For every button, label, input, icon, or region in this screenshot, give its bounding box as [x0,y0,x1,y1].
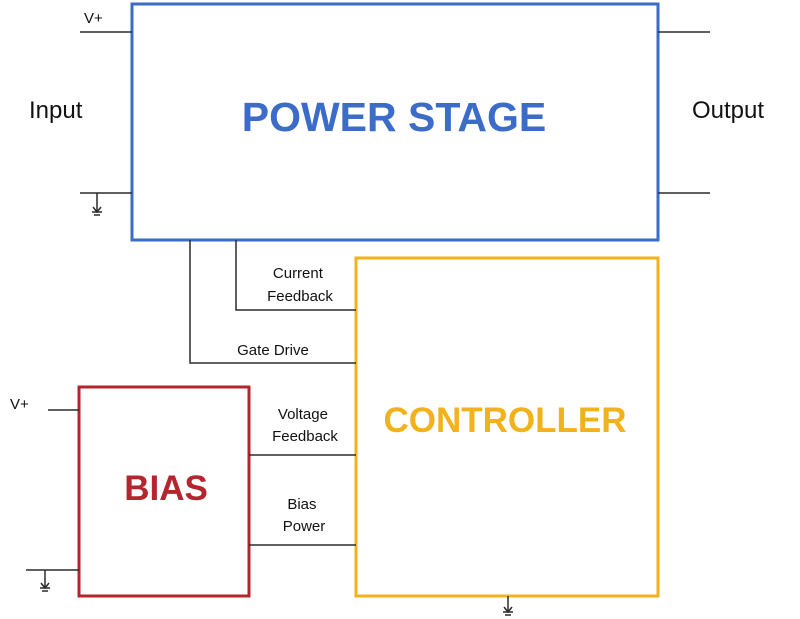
input-ground-icon [92,193,102,216]
current-feedback-label: Current Feedback [267,265,333,305]
input-label: Input [29,97,83,124]
power-stage-block [130,2,660,242]
bias-title: BIAS [124,469,208,508]
bias-block [77,385,251,598]
bias-power-label-line1: Bias [287,496,316,513]
output-label: Output [692,97,764,124]
voltage-feedback-label: Voltage Feedback [272,406,338,445]
input-vplus-label: V+ [84,10,103,27]
gate-drive-label: Gate Drive [237,342,309,359]
voltage-feedback-label-line2: Feedback [272,428,338,445]
current-feedback-label-line2: Feedback [267,288,333,305]
current-feedback-wire [235,240,356,311]
bias-power-label-line2: Power [283,518,326,535]
bias-ground-icon [40,570,50,592]
bias-power-label: Bias Power [283,496,326,535]
bias-vplus-label: V+ [10,396,29,413]
power-stage-title: POWER STAGE [242,94,546,140]
gate-drive-wire [189,240,356,364]
controller-ground-icon [503,596,513,616]
current-feedback-label-line1: Current [273,265,324,282]
controller-block [354,256,660,598]
controller-title: CONTROLLER [383,401,626,440]
voltage-feedback-label-line1: Voltage [278,406,328,423]
